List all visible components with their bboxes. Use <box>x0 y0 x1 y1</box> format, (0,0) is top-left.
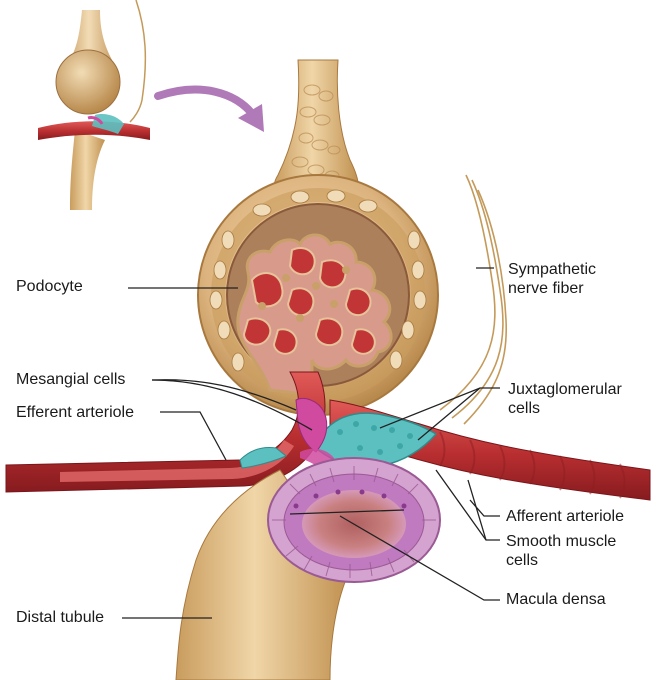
label-podocyte: Podocyte <box>16 277 83 296</box>
label-mesangial-cells: Mesangial cells <box>16 370 125 389</box>
efferent-leader <box>160 412 226 460</box>
sympathetic-nerve-fiber-strands <box>440 175 506 424</box>
label-sympathetic-nerve-fiber: Sympathetic nerve fiber <box>508 260 596 298</box>
label-distal-tubule: Distal tubule <box>16 608 104 627</box>
label-efferent-arteriole: Efferent arteriole <box>16 403 134 422</box>
label-juxtaglomerular-cells: Juxtaglomerular cells <box>508 380 622 418</box>
label-smooth-muscle-cells: Smooth muscle cells <box>506 532 616 570</box>
smooth-muscle-leader-2 <box>468 480 486 540</box>
macula-densa-section <box>268 458 440 582</box>
label-afferent-arteriole: Afferent arteriole <box>506 507 624 526</box>
magnify-arrow <box>158 90 264 132</box>
overview-thumbnail <box>38 0 150 210</box>
label-macula-densa: Macula densa <box>506 590 606 609</box>
